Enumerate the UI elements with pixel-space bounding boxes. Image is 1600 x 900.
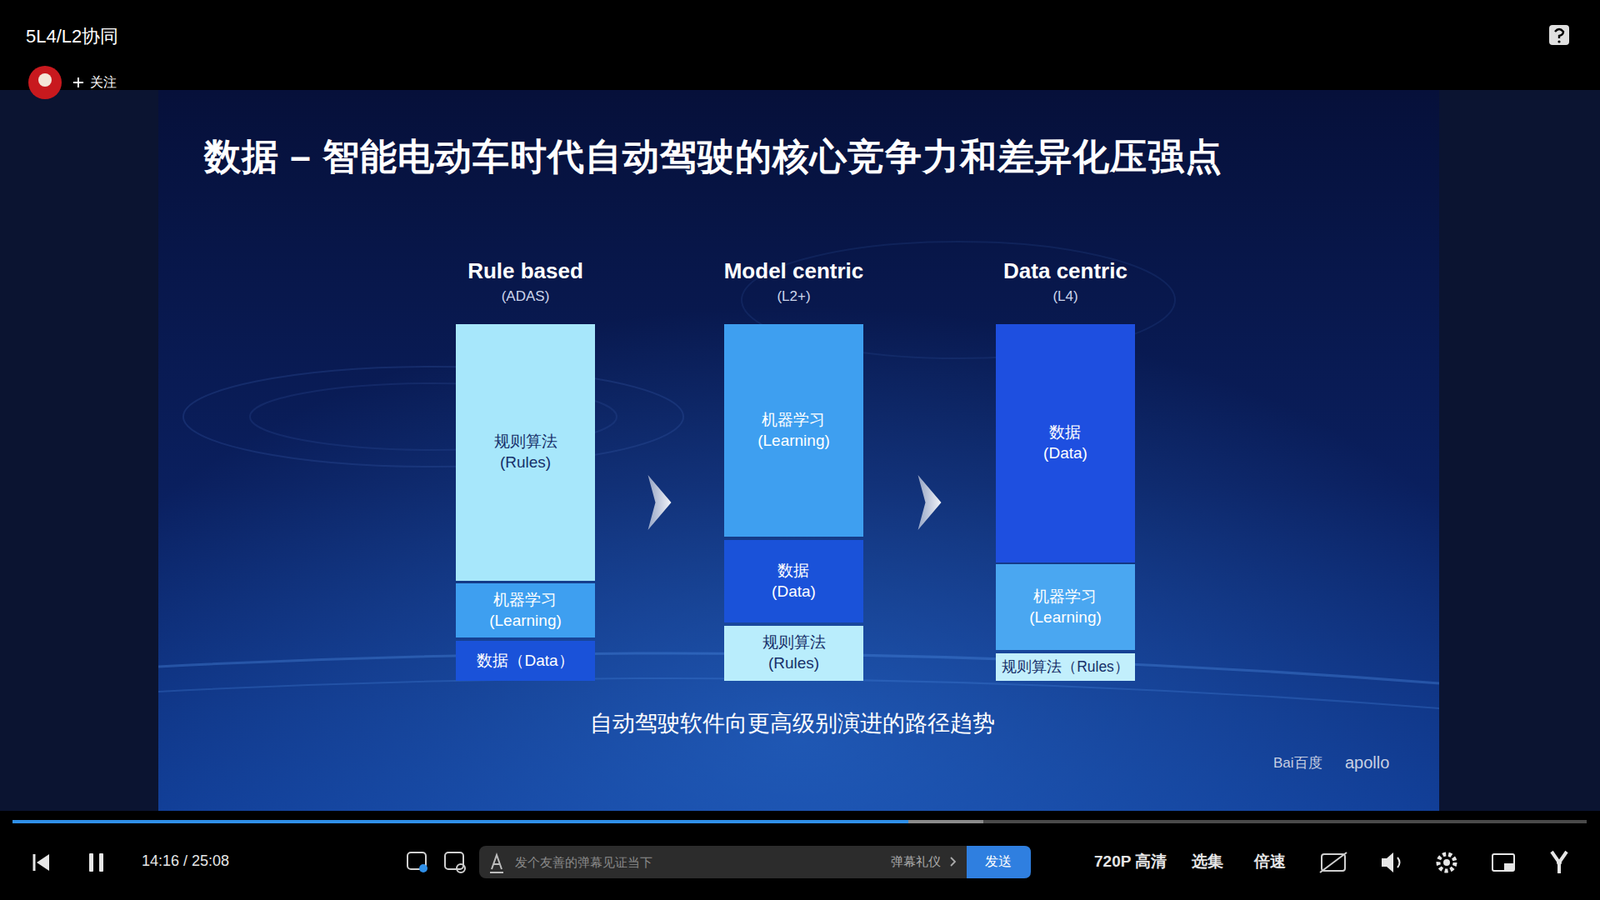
avatar: [38, 73, 52, 87]
slide-glow: [158, 90, 1440, 811]
follow-label: 关注: [90, 74, 117, 90]
segment-label: 规则算法 (Rules): [762, 632, 826, 674]
font-icon: [490, 855, 504, 873]
decor-wave: [158, 678, 1440, 709]
stack-column: Rule based(ADAS)规则算法 (Rules)机器学习 (Learni…: [455, 256, 595, 681]
segment-label: 机器学习 (Learning): [1029, 586, 1102, 628]
column-title: Model centric: [674, 256, 914, 285]
help-icon: [1557, 40, 1560, 43]
etiquette-link: 弹幕礼仪: [890, 854, 941, 870]
pip-icon: [1492, 854, 1515, 871]
stack-segment: 规则算法（Rules）: [995, 653, 1135, 681]
slide-ground: [158, 90, 1440, 811]
pip-icon: [1504, 863, 1515, 871]
send-button: [966, 845, 1031, 879]
pause-icon: [99, 853, 104, 872]
send-label: 发送: [985, 853, 1012, 870]
stack-segment: 数据 (Data): [995, 324, 1135, 563]
flow-chevron: [918, 475, 942, 530]
column-heading: Model centric(L2+): [674, 256, 914, 309]
progress-played: [12, 820, 909, 824]
episode-button: 选集: [1191, 852, 1224, 872]
stack-column: Model centric(L2+)机器学习 (Learning)数据 (Dat…: [724, 256, 864, 681]
danmaku-input: [479, 845, 1031, 879]
time-display: 14:16 / 25:08: [141, 852, 230, 871]
video-title: 5L4/L2协同: [25, 25, 119, 48]
slide-title: 数据 – 智能电动车时代自动驾驶的核心竞争力和差异化压强点: [204, 135, 1223, 180]
segment-label: 规则算法 (Rules): [494, 431, 558, 473]
stack-segment: 机器学习 (Learning): [724, 324, 864, 537]
segment-label: 数据 (Data): [771, 560, 816, 602]
decor-ring: [183, 366, 684, 467]
segment-label: 规则算法（Rules）: [1001, 657, 1130, 677]
column-heading: Data centric(L4): [945, 256, 1185, 309]
flow-chevron: [648, 475, 672, 530]
plus-icon: [73, 77, 84, 88]
column-level: (ADAS): [405, 285, 645, 309]
chevron-icon: [950, 857, 955, 866]
column-level: (L4): [945, 285, 1185, 309]
avatar: [28, 65, 62, 100]
column-title: Data centric: [945, 256, 1185, 285]
stack-segment: 数据 (Data): [724, 540, 864, 623]
slide-caption: 自动驾驶软件向更高级别演进的路径趋势: [590, 710, 995, 737]
prev-icon: [33, 854, 36, 871]
column-level: (L2+): [674, 285, 914, 309]
logo-text: apollo: [1345, 752, 1390, 773]
danmaku-setting-icon: [445, 852, 464, 870]
danmaku-setting-icon: [456, 864, 465, 873]
input-placeholder: 发个友善的弹幕见证当下: [515, 855, 653, 870]
danmaku-off-icon: [1320, 852, 1347, 873]
volume-icon: [1381, 852, 1394, 873]
progress-buffer: [12, 820, 984, 824]
progress-track: [12, 820, 1587, 824]
segment-label: 机器学习 (Learning): [489, 590, 562, 631]
help-icon: [1549, 25, 1570, 45]
settings-icon: [1438, 854, 1455, 871]
stack-segment: 数据（Data）: [455, 640, 595, 681]
volume-icon: [1397, 857, 1400, 868]
segment-label: 机器学习 (Learning): [757, 410, 830, 451]
fullscreen-icon: [1551, 851, 1567, 874]
stack-segment: 机器学习 (Learning): [455, 583, 595, 638]
speed-button: 倍速: [1254, 852, 1286, 872]
column-heading: Rule based(ADAS): [405, 256, 645, 309]
quality-button: 720P 高清: [1094, 852, 1167, 872]
prev-icon: [36, 854, 50, 871]
settings-icon: [1443, 859, 1450, 866]
stack-segment: 规则算法 (Rules): [455, 324, 595, 581]
stack-column: Data centric(L4)数据 (Data)机器学习 (Learning)…: [995, 256, 1135, 681]
logo-text: Bai百度: [1273, 755, 1323, 772]
stack-segment: 规则算法 (Rules): [724, 625, 864, 681]
stack-segment: 机器学习 (Learning): [995, 564, 1135, 650]
danmaku-icon: [419, 864, 428, 873]
video-side-blur: [0, 90, 1600, 811]
help-icon: [1555, 29, 1564, 39]
fullscreen-icon: [1556, 860, 1562, 865]
segment-label: 数据 (Data): [1043, 422, 1088, 464]
column-title: Rule based: [405, 256, 645, 285]
segment-label: 数据（Data）: [476, 650, 574, 672]
pause-icon: [89, 853, 94, 872]
